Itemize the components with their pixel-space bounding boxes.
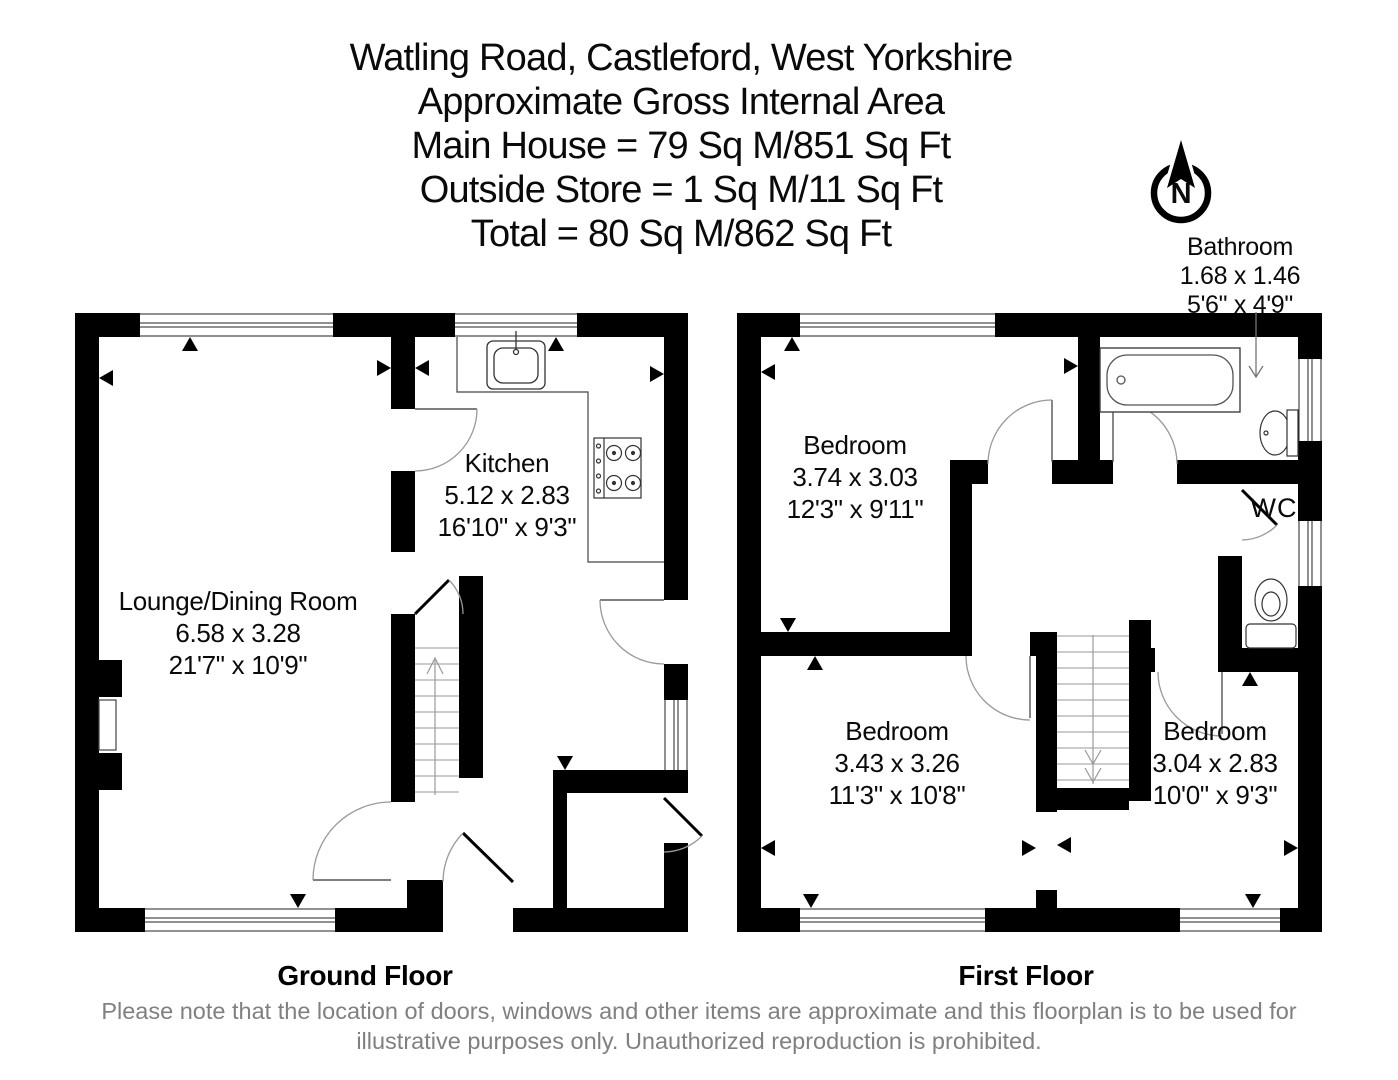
room-name: Bathroom — [1187, 233, 1293, 261]
ground-floor-windows — [140, 313, 688, 932]
kitchen-sink — [486, 331, 546, 390]
door-hall-to-stairs — [413, 578, 464, 616]
first-floor-plan — [737, 313, 1322, 932]
window-lounge-top — [140, 313, 333, 337]
room-name: Lounge/Dining Room — [118, 586, 358, 616]
first-floor-caption: First Floor — [958, 960, 1094, 991]
page-title: Watling Road, Castleford, West Yorkshire… — [349, 36, 1014, 256]
room-name: Bedroom — [845, 716, 949, 746]
door-wc — [1240, 488, 1279, 541]
room-size-imperial: 16'10" x 9'3" — [437, 512, 577, 542]
title-total-area: Total = 80 Sq M/862 Sq Ft — [470, 213, 892, 255]
ground-floor-plan — [75, 313, 704, 932]
room-size-imperial: 11'3" x 10'8" — [828, 780, 966, 810]
room-size-imperial: 10'0" x 9'3" — [1152, 780, 1278, 810]
room-label-wc: WC — [1250, 493, 1298, 523]
room-label-bedroom-1: Bedroom 3.74 x 3.03 12'3" x 9'11" — [787, 429, 924, 525]
room-label-kitchen: Kitchen 5.12 x 2.83 16'10" x 9'3" — [438, 447, 577, 543]
room-size-imperial: 5'6" x 4'9" — [1186, 291, 1293, 319]
window-bedroom3-bottom — [1180, 908, 1280, 932]
ground-floor-wall-markers — [99, 337, 664, 908]
north-compass — [1150, 127, 1212, 224]
door-front-entrance — [442, 831, 515, 884]
toilet — [1245, 578, 1297, 649]
room-label-bedroom-3: Bedroom 3.04 x 2.83 10'0" x 9'3" — [1152, 715, 1278, 811]
door-bedroom1 — [987, 399, 1053, 465]
window-lounge-bottom — [145, 908, 335, 932]
room-size-metric: 3.74 x 3.03 — [792, 462, 918, 492]
room-size-imperial: 12'3" x 9'11" — [786, 494, 924, 524]
north-arrow-icon — [1167, 140, 1195, 188]
title-subtitle: Approximate Gross Internal Area — [417, 81, 945, 123]
door-kitchen-back — [599, 599, 665, 665]
room-size-metric: 3.43 x 3.26 — [834, 748, 960, 778]
fireplace-recess — [98, 699, 117, 751]
door-lounge-to-hall — [312, 801, 392, 881]
room-name: Bedroom — [803, 430, 907, 460]
kitchen-counter — [456, 337, 664, 563]
room-size-metric: 6.58 x 3.28 — [175, 618, 301, 648]
basin — [1259, 409, 1299, 457]
door-bedroom2 — [965, 655, 1031, 721]
room-size-metric: 1.68 x 1.46 — [1179, 262, 1301, 290]
room-name: Kitchen — [464, 448, 550, 478]
window-bedroom1-top — [800, 313, 995, 337]
first-floor-wall-markers — [761, 337, 1298, 908]
door-outside-store — [662, 796, 704, 853]
ground-floor-caption: Ground Floor — [277, 960, 453, 991]
title-address: Watling Road, Castleford, West Yorkshire — [349, 37, 1014, 79]
door-lounge-to-kitchen — [414, 408, 478, 472]
stairs-up — [415, 647, 459, 795]
room-size-imperial: 21'7" x 10'9" — [168, 650, 308, 680]
bathroom-callout: Bathroom 1.68 x 1.46 5'6" x 4'9" — [1179, 233, 1301, 320]
room-name: Bedroom — [1163, 716, 1267, 746]
stairs-down-arrow — [1084, 749, 1102, 766]
door-bedroom3 — [1157, 671, 1223, 737]
room-size-metric: 5.12 x 2.83 — [444, 480, 570, 510]
bathtub — [1099, 347, 1241, 413]
kitchen-hob — [593, 437, 642, 499]
stairs-up-arrow — [426, 656, 444, 675]
first-floor-windows — [800, 313, 1322, 932]
room-label-lounge: Lounge/Dining Room 6.58 x 3.28 21'7" x 1… — [119, 585, 358, 681]
title-outside-store-area: Outside Store = 1 Sq M/11 Sq Ft — [419, 169, 943, 211]
first-floor-walls — [737, 313, 1322, 932]
disclaimer-text: Please note that the location of doors, … — [101, 998, 1297, 1054]
window-bedroom2-bottom — [800, 908, 985, 932]
window-kitchen-right — [664, 700, 688, 770]
ground-floor-doors — [312, 408, 704, 884]
window-bathroom-right — [1298, 359, 1322, 441]
bathroom-callout-arrow — [1248, 312, 1264, 379]
stairs-down — [1057, 635, 1129, 784]
room-size-metric: 3.04 x 2.83 — [1152, 748, 1278, 778]
window-wc-right — [1298, 521, 1322, 586]
room-label-bedroom-2: Bedroom 3.43 x 3.26 11'3" x 10'8" — [829, 715, 966, 811]
title-main-house-area: Main House = 79 Sq M/851 Sq Ft — [411, 125, 952, 167]
north-label: N — [1170, 178, 1192, 210]
ground-floor-walls — [75, 313, 688, 932]
